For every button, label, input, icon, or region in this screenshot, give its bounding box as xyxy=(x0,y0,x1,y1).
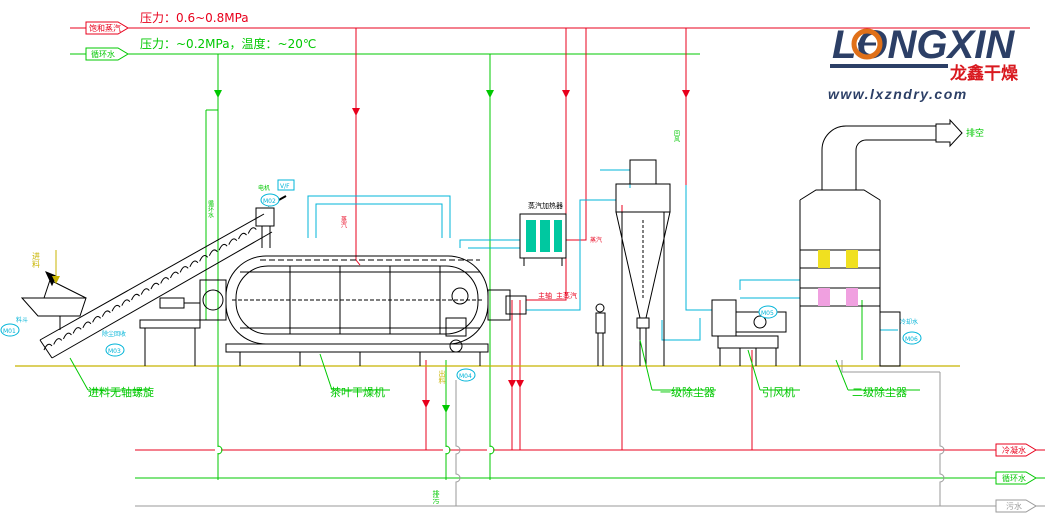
water-drop-lines xyxy=(142,54,863,480)
steam-tag: 饱和蒸汽 xyxy=(89,23,121,33)
water-drop-arrows xyxy=(214,90,494,413)
drum-dryer xyxy=(199,255,527,366)
equipment-callouts: 进料无轴螺旋 茶叶干燥机 一级除尘器 引风机 二级除尘器 xyxy=(69,339,920,399)
exhaust-arrow xyxy=(935,118,963,148)
screw-flight xyxy=(101,310,111,317)
svg-text:M03: M03 xyxy=(108,348,121,355)
screw-flight xyxy=(62,332,72,340)
instrument-bubbles: M01 M02 M03 M04 M05 M06 V/F xyxy=(0,179,922,382)
instrument-m5: M05 xyxy=(758,305,778,319)
svg-text:排污: 排污 xyxy=(432,489,440,505)
svg-text:冷却水: 冷却水 xyxy=(900,318,918,326)
svg-text:M04: M04 xyxy=(459,373,472,380)
label-feed-screw: 进料无轴螺旋 xyxy=(88,385,154,399)
label-dryer: 茶叶干燥机 xyxy=(330,385,385,399)
line-crossings xyxy=(215,447,493,453)
screw-flight xyxy=(169,271,179,279)
scrubber-tower xyxy=(799,125,936,367)
company-logo: LONGXIN 龙鑫干燥 www.lxzndry.com xyxy=(828,23,1019,102)
logo-ring-icon xyxy=(851,28,883,60)
condensate-tag: 冷凝水 xyxy=(1002,445,1026,455)
svg-text:料斗: 料斗 xyxy=(16,316,28,324)
svg-text:M02: M02 xyxy=(263,198,276,205)
screw-flight xyxy=(199,254,209,262)
steam-drop-arrows xyxy=(352,90,690,408)
screw-flight xyxy=(189,260,199,268)
screw-flight xyxy=(179,266,189,273)
drain-header: 污水 xyxy=(135,499,1045,513)
svg-text:除尘回收: 除尘回收 xyxy=(102,330,126,338)
label-cyclone: 一级除尘器 xyxy=(660,385,715,399)
exhaust-label: 排空 xyxy=(966,127,984,139)
feed-label: 进料 xyxy=(32,252,41,269)
label-scrubber: 二级除尘器 xyxy=(852,385,907,399)
screw-flight xyxy=(43,343,53,351)
screw-flight xyxy=(160,277,170,284)
instrument-m4: M04 xyxy=(456,368,476,382)
svg-text:主蒸汽: 主蒸汽 xyxy=(556,291,577,300)
steam-heater: 蒸汽加热器 xyxy=(519,201,567,266)
water-supply-line: 循环水 压力：~0.2MPa，温度：~20℃ xyxy=(70,36,700,61)
steam-spec: 压力：0.6~0.8MPa xyxy=(140,11,249,25)
drain-drop-lines xyxy=(455,360,945,506)
screw-flight xyxy=(53,338,63,345)
logo-underline xyxy=(830,64,948,68)
svg-text:M05: M05 xyxy=(761,310,774,317)
water-spec: 压力：~0.2MPa，温度：~20℃ xyxy=(140,36,316,51)
screw-flight xyxy=(247,227,257,234)
svg-text:回风: 回风 xyxy=(673,130,680,143)
heater-label: 蒸汽加热器 xyxy=(528,201,563,210)
air-duct xyxy=(307,169,898,341)
label-fan: 引风机 xyxy=(762,385,795,399)
operator-icon xyxy=(595,303,606,366)
instrument-vf: V/F xyxy=(277,179,295,191)
screw-flight xyxy=(228,238,238,245)
steam-supply-line: 饱和蒸汽 压力：0.6~0.8MPa xyxy=(70,11,1030,35)
svg-text:蒸汽: 蒸汽 xyxy=(590,236,602,244)
svg-text:主轴: 主轴 xyxy=(538,291,552,300)
svg-text:M06: M06 xyxy=(905,336,918,343)
svg-text:电机: 电机 xyxy=(258,184,270,192)
svg-text:V/F: V/F xyxy=(280,183,290,190)
water-return-tag: 循环水 xyxy=(1002,473,1026,483)
svg-text:M01: M01 xyxy=(3,328,16,335)
screw-flight xyxy=(150,282,160,290)
svg-text:出料: 出料 xyxy=(438,369,446,385)
instrument-m1: M01 xyxy=(0,323,20,337)
screw-flight xyxy=(72,327,82,334)
screw-flight xyxy=(140,288,150,295)
condensate-header: 冷凝水 xyxy=(135,443,1045,457)
screw-flight xyxy=(82,321,92,329)
instrument-m2: M02 xyxy=(260,193,280,207)
screw-flight xyxy=(111,304,121,312)
logo-cn: 龙鑫干燥 xyxy=(949,63,1019,84)
feed-hopper xyxy=(20,271,87,330)
water-return-header: 循环水 xyxy=(135,471,1045,485)
svg-text:蒸汽: 蒸汽 xyxy=(340,215,347,228)
svg-text:循环水: 循环水 xyxy=(207,199,214,218)
small-labels: 电机 料斗 除尘回收 主轴 主蒸汽 蒸汽 循环水 蒸汽 回风 冷却水 排污 出料 xyxy=(16,130,918,505)
screw-flight xyxy=(131,293,140,301)
logo-url: www.lxzndry.com xyxy=(828,86,968,102)
water-tag: 循环水 xyxy=(91,49,115,59)
screw-flight xyxy=(121,299,131,306)
screw-flight xyxy=(208,249,218,256)
screw-flight xyxy=(92,315,102,323)
screw-flight xyxy=(218,243,228,251)
instrument-m3: M03 xyxy=(105,343,125,357)
drain-tag: 污水 xyxy=(1006,501,1022,511)
screw-flight xyxy=(238,232,247,240)
instrument-m6: M06 xyxy=(902,331,922,345)
cyclone-separator xyxy=(615,159,671,366)
feed-arrow-head xyxy=(52,276,60,284)
